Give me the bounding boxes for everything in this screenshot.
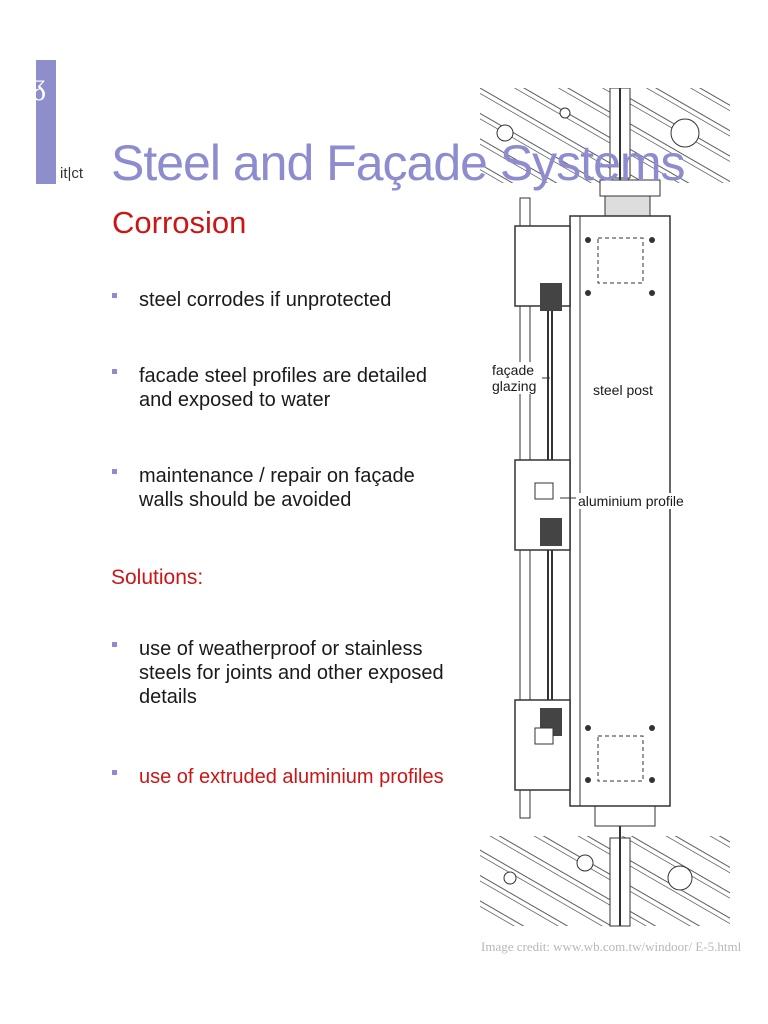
bullet-square-icon bbox=[112, 369, 117, 374]
bullet-text: steel corrodes if unprotected bbox=[139, 289, 392, 311]
image-credit: Image credit: www.wb.com.tw/windoor/ E-5… bbox=[481, 939, 742, 954]
bullet-text: use of weatherproof or stainless steels … bbox=[139, 638, 444, 708]
aluminium-profile-label: aluminium profile bbox=[578, 493, 684, 509]
logo-text: it|ct bbox=[60, 165, 84, 182]
logo-glyph: ᵹ bbox=[32, 67, 47, 102]
slide-title: Steel and Façade Systems bbox=[111, 135, 686, 191]
bullet-text: use of extruded aluminium profiles bbox=[139, 766, 444, 788]
bullet-square-icon bbox=[112, 293, 117, 298]
bullet-text: maintenance / repair on façade walls sho… bbox=[139, 465, 415, 511]
slide-subtitle: Corrosion bbox=[112, 205, 247, 240]
solutions-heading: Solutions: bbox=[111, 566, 204, 589]
bullet-square-icon bbox=[112, 770, 117, 775]
steel-post-label: steel post bbox=[593, 382, 653, 398]
facade-section-drawing bbox=[480, 88, 730, 927]
facade-glazing-label: façade glazing bbox=[492, 362, 542, 394]
logo-mark: ᵹ bbox=[32, 60, 56, 184]
bullet-square-icon bbox=[112, 469, 117, 474]
bullet-text: facade steel profiles are detailed and e… bbox=[139, 365, 427, 411]
bullet-square-icon bbox=[112, 642, 117, 647]
